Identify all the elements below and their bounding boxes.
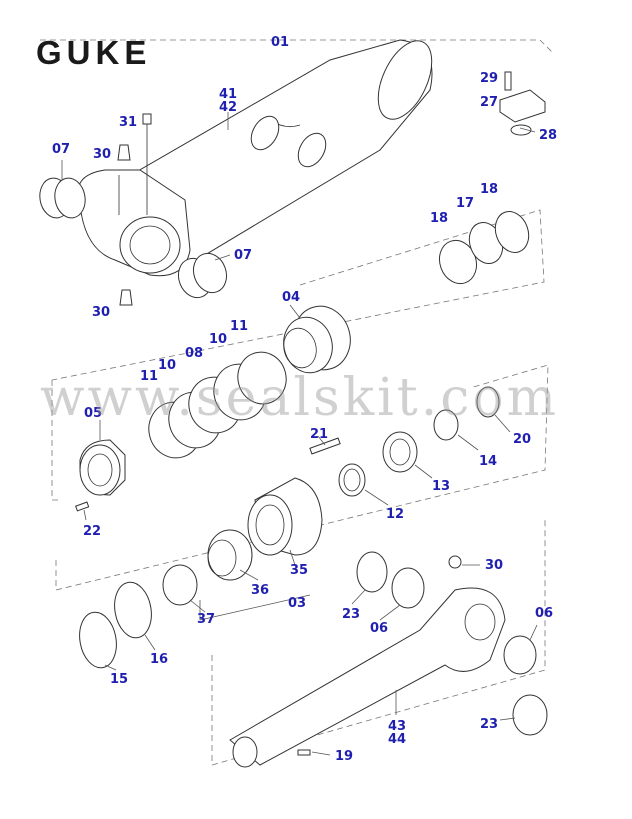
label-22: 22 — [83, 524, 101, 539]
piston-rings — [148, 351, 287, 459]
label-05: 05 — [84, 406, 102, 421]
label-07-left: 07 — [52, 142, 70, 157]
label-16: 16 — [150, 652, 168, 667]
label-30-bottom: 30 — [92, 305, 110, 320]
label-14: 14 — [479, 454, 497, 469]
label-20: 20 — [513, 432, 531, 447]
leader-lines — [61, 112, 538, 756]
label-11-bottom: 11 — [140, 369, 158, 384]
label-21: 21 — [310, 427, 328, 442]
label-03: 03 — [288, 596, 306, 611]
label-30-top: 30 — [93, 147, 111, 162]
label-08: 08 — [185, 346, 203, 361]
part-labels: 01 41 42 31 30 07 07 30 29 27 28 18 17 1… — [52, 35, 557, 764]
label-13: 13 — [432, 479, 450, 494]
label-19: 19 — [335, 749, 353, 764]
label-41: 41 — [219, 87, 237, 102]
label-18-left: 18 — [430, 211, 448, 226]
label-42: 42 — [219, 100, 237, 115]
label-31: 31 — [119, 115, 137, 130]
label-06-right: 06 — [535, 606, 553, 621]
cylinder-tube — [77, 39, 433, 277]
label-44: 44 — [388, 732, 406, 747]
piston-assembly — [162, 477, 323, 606]
label-07-right: 07 — [234, 248, 252, 263]
rod-seals — [309, 386, 500, 497]
piston-rod — [229, 551, 548, 768]
label-10-bottom: 10 — [158, 358, 176, 373]
label-27: 27 — [480, 95, 498, 110]
label-36: 36 — [251, 583, 269, 598]
label-10-top: 10 — [209, 332, 227, 347]
label-23-left: 23 — [342, 607, 360, 622]
label-35: 35 — [290, 563, 308, 578]
label-30-rod: 30 — [485, 558, 503, 573]
seal-rings-right — [438, 211, 530, 285]
label-29: 29 — [480, 71, 498, 86]
label-01: 01 — [271, 35, 289, 50]
label-12: 12 — [386, 507, 404, 522]
label-23-right: 23 — [480, 717, 498, 732]
piston — [283, 305, 351, 374]
label-11-top: 11 — [230, 319, 248, 334]
mounting-plate — [499, 71, 546, 136]
label-15: 15 — [110, 672, 128, 687]
o-rings-left — [79, 581, 152, 669]
label-18-right: 18 — [480, 182, 498, 197]
label-37: 37 — [197, 612, 215, 627]
gland-head — [75, 439, 126, 512]
watermark: www.sealskit.com — [40, 368, 559, 428]
label-17: 17 — [456, 196, 474, 211]
label-06-left: 06 — [370, 621, 388, 636]
tube-bushings — [39, 113, 228, 306]
label-43: 43 — [388, 719, 406, 734]
label-04: 04 — [282, 290, 300, 305]
label-28: 28 — [539, 128, 557, 143]
